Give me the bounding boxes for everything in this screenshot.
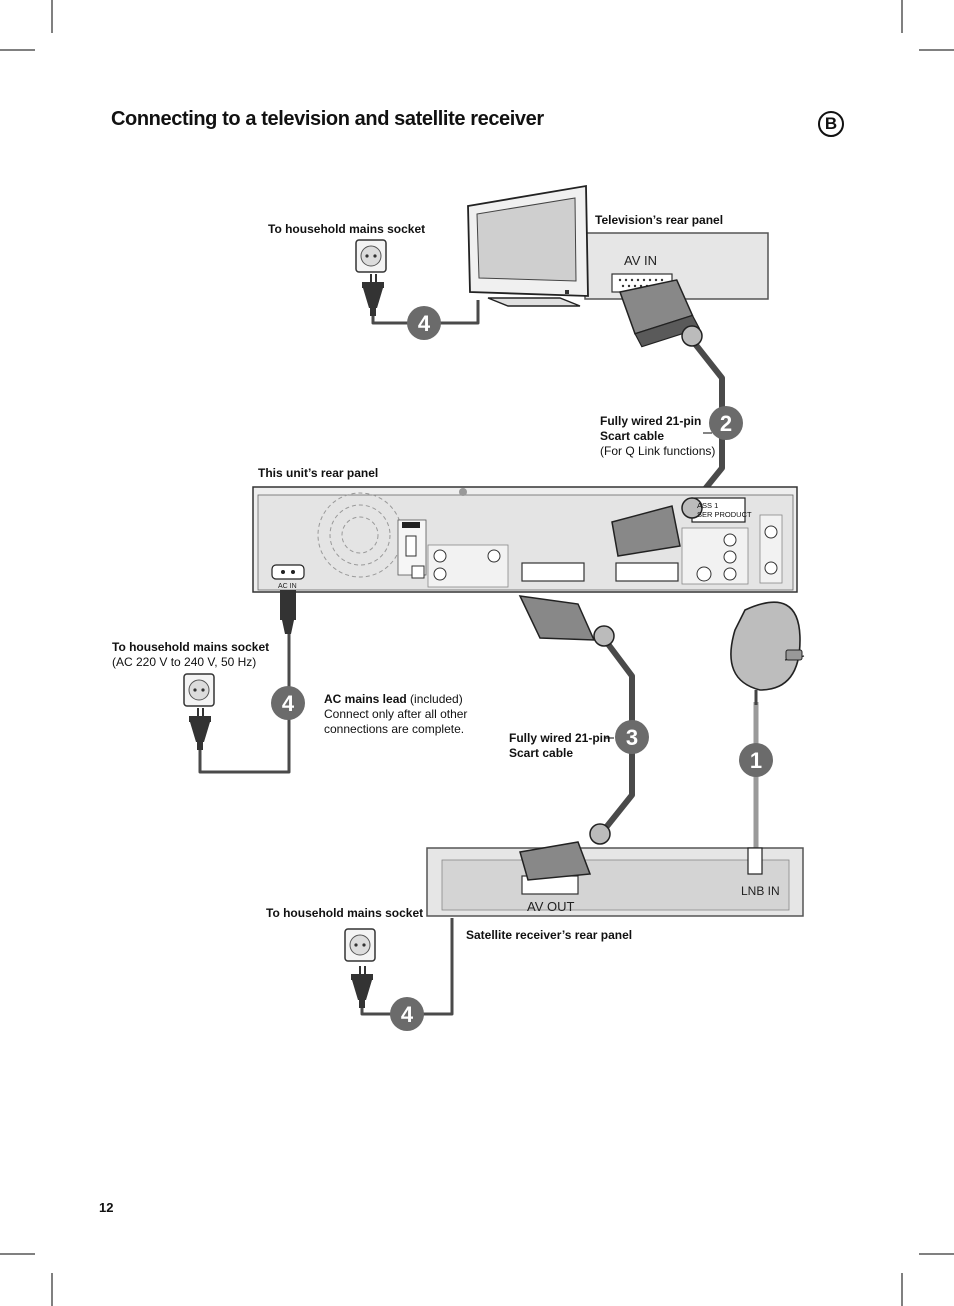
plug-unit-icon — [189, 708, 211, 750]
tv-rear-panel-label: Television’s rear panel — [595, 213, 724, 227]
variant-badge: B — [818, 111, 844, 137]
step-badges: 4 2 4 3 1 4 — [271, 306, 773, 1031]
step-4-tv: 4 — [418, 311, 431, 336]
sat-lnb-in-label: LNB IN — [741, 884, 780, 898]
scart-plug-av1 — [611, 497, 703, 557]
scart-plug-av2 — [518, 595, 615, 647]
scart-cable-3-label: Fully wired 21-pin Scart cable — [509, 731, 611, 760]
mains-socket-unit-label: To household mains socket (AC 220 V to 2… — [112, 640, 270, 669]
step-2: 2 — [720, 411, 732, 436]
satellite-dish-icon — [730, 601, 805, 705]
step-1: 1 — [750, 748, 762, 773]
unit-display-line1: ASS 1 — [697, 501, 718, 510]
step-4-unit: 4 — [282, 691, 295, 716]
mains-socket-sat-label: To household mains socket — [266, 906, 424, 920]
step-badge-4-tv — [407, 306, 441, 340]
mains-socket-tv-label: To household mains socket — [268, 222, 426, 236]
step-badge-4-sat — [390, 997, 424, 1031]
sat-rear-panel-label: Satellite receiver’s rear panel — [466, 928, 633, 942]
ac-lead-plug — [280, 590, 296, 634]
step-3: 3 — [626, 725, 638, 750]
television-illustration — [467, 184, 589, 307]
mains-socket-sat-icon — [344, 928, 376, 962]
mains-socket-unit-icon — [183, 673, 215, 707]
step-badge-2 — [709, 406, 743, 440]
unit-rear-panel-label: This unit’s rear panel — [258, 466, 379, 480]
unit-ac-in-label: AC IN — [278, 583, 297, 590]
sat-av-out-label: AV OUT — [527, 899, 574, 914]
tv-av-in-label: AV IN — [624, 253, 657, 268]
scart-cable-2-label: Fully wired 21-pin Scart cable (For Q Li… — [600, 414, 716, 458]
ac-lead-label: AC mains lead (included) Connect only af… — [324, 692, 468, 736]
plug-tv-icon — [362, 274, 384, 316]
plug-sat-icon — [351, 966, 373, 1008]
step-badge-4-unit — [271, 686, 305, 720]
step-badge-3 — [615, 720, 649, 754]
satellite-receiver-rear-panel — [426, 823, 804, 917]
page-title: Connecting to a television and satellite… — [111, 108, 544, 130]
unit-display-line2: SER PRODUCT — [697, 510, 752, 519]
page-number: 12 — [99, 1200, 114, 1215]
mains-socket-tv-icon — [355, 239, 387, 273]
step-badge-1 — [739, 743, 773, 777]
step-4-sat: 4 — [401, 1002, 414, 1027]
